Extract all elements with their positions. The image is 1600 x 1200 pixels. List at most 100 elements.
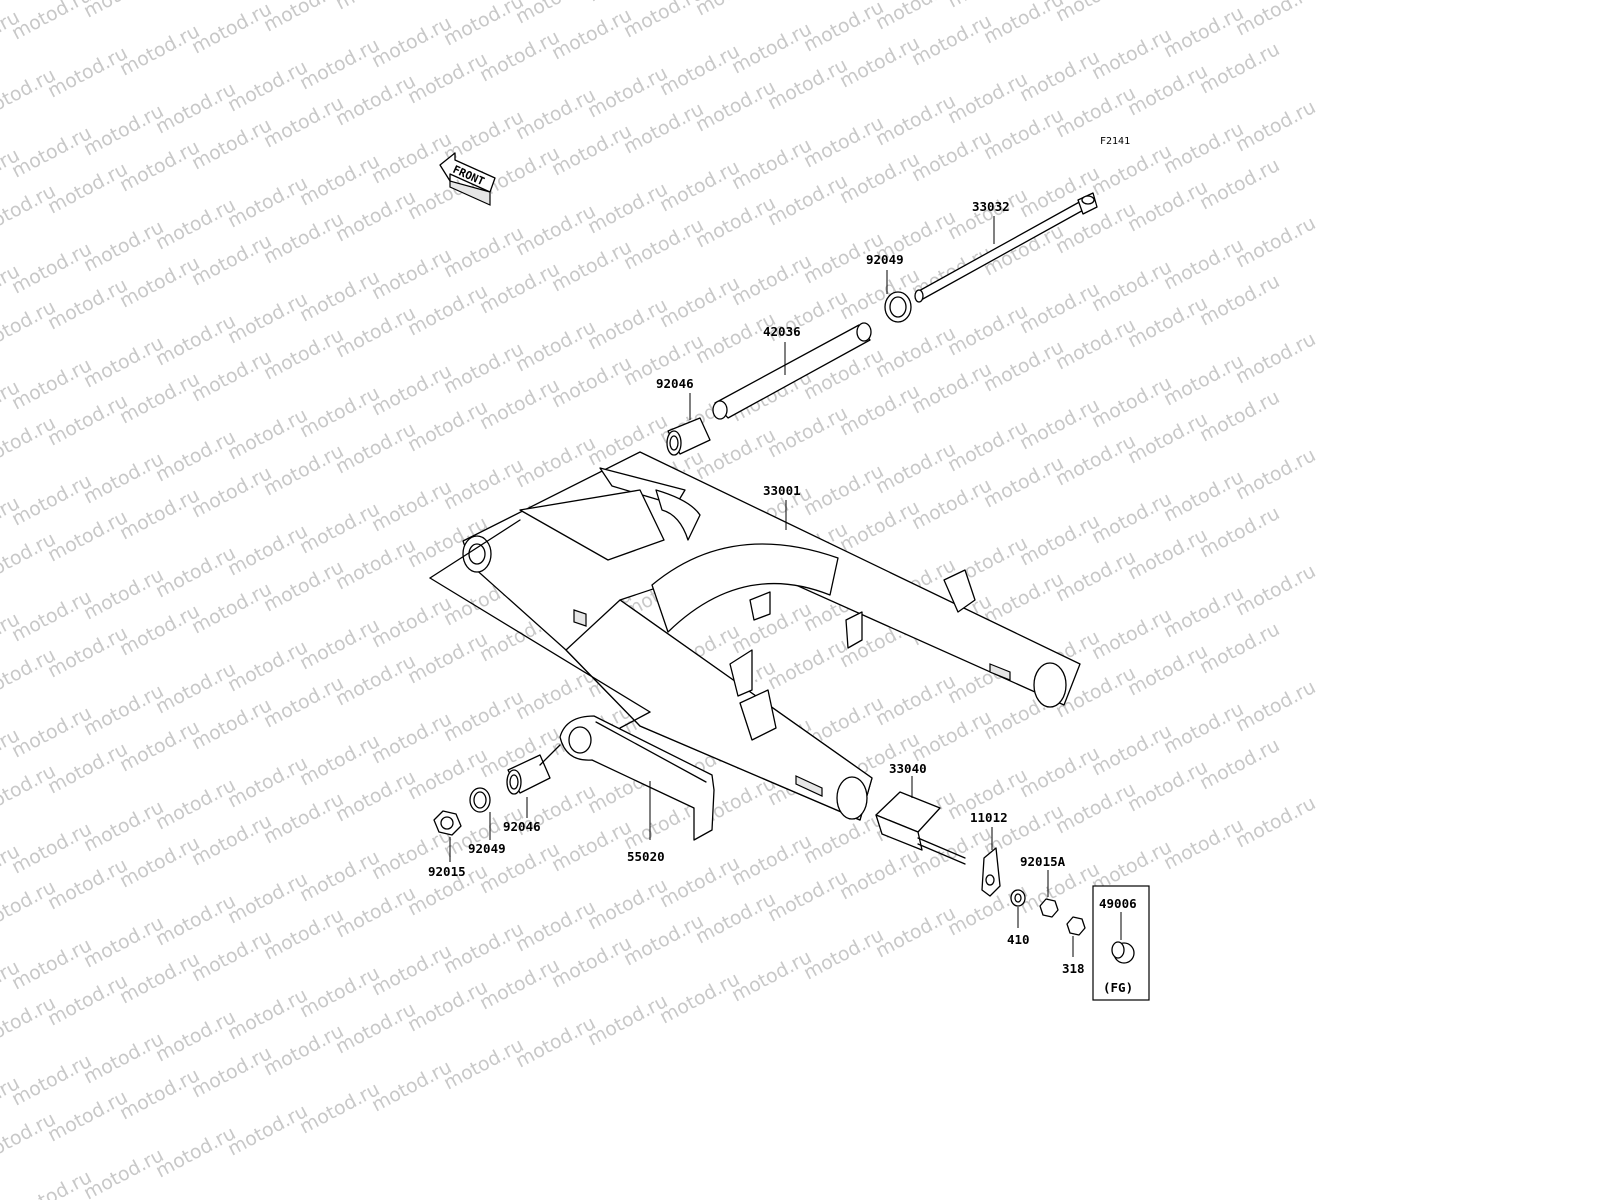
watermark-text: motod.ru xyxy=(80,216,167,276)
diagram-code: F2141 xyxy=(1100,136,1130,147)
watermark-text: motod.ru xyxy=(332,70,419,130)
watermark-text: motod.ru xyxy=(8,470,95,530)
needle-bearing-top xyxy=(666,417,711,456)
watermark-text: motod.ru xyxy=(872,902,959,962)
watermark-text: motod.ru xyxy=(872,0,959,34)
watermark-text: motod.ru xyxy=(188,810,275,870)
watermark-text: motod.ru xyxy=(260,556,347,616)
watermark-text: motod.ru xyxy=(80,100,167,160)
watermark-text: motod.ru xyxy=(368,940,455,1000)
watermark-text: motod.ru xyxy=(44,158,131,218)
watermark-text: motod.ru xyxy=(1124,524,1211,584)
watermark-text: motod.ru xyxy=(692,888,779,948)
watermark-text: motod.ru xyxy=(296,846,383,906)
watermark-text: motod.ru xyxy=(8,122,95,182)
watermark-text: motod.ru xyxy=(908,474,995,534)
watermark-text: motod.ru xyxy=(188,926,275,986)
watermark-text: motod.ru xyxy=(980,104,1067,164)
watermark-text: motod.ru xyxy=(872,90,959,150)
watermark-text: motod.ru xyxy=(80,1144,167,1200)
watermark-text: motod.ru xyxy=(44,738,131,798)
watermark-text: motod.ru xyxy=(944,68,1031,128)
watermark-text: motod.ru xyxy=(728,250,815,310)
watermark-text: motod.ru xyxy=(872,322,959,382)
chain-guard xyxy=(559,715,715,841)
watermark-text: motod.ru xyxy=(584,62,671,122)
watermark-text: motod.ru xyxy=(548,4,635,64)
watermark-text: motod.ru xyxy=(692,192,779,252)
watermark-text: motod.ru xyxy=(1232,96,1319,156)
watermark-text: motod.ru xyxy=(800,460,887,520)
watermark-text: motod.ru xyxy=(260,904,347,964)
watermark-text: motod.ru xyxy=(1232,444,1319,504)
watermark-text: motod.ru xyxy=(368,128,455,188)
watermark-text: motod.ru xyxy=(224,636,311,696)
swingarm xyxy=(429,451,1081,821)
watermark-text: motod.ru xyxy=(44,390,131,450)
watermark-text: motod.ru xyxy=(152,310,239,370)
watermark-text: motod.ru xyxy=(404,628,491,688)
watermark-text: motod.ru xyxy=(404,396,491,456)
watermark-text: motod.ru xyxy=(800,924,887,984)
watermark-text: motod.ru xyxy=(116,716,203,776)
watermark-text: motod.ru xyxy=(548,352,635,412)
watermark-text: motod.ru xyxy=(1232,328,1319,388)
watermark-text: motod.ru xyxy=(368,592,455,652)
watermark-text: motod.ru xyxy=(728,946,815,1006)
watermark-text: motod.ru xyxy=(44,506,131,566)
watermark-text: motod.ru xyxy=(80,1028,167,1088)
watermark-text: motod.ru xyxy=(620,910,707,970)
watermark-text: motod.ru xyxy=(1160,2,1247,62)
watermark-text: motod.ru xyxy=(512,1012,599,1072)
watermark-text: motod.ru xyxy=(80,0,167,22)
watermark-text: motod.ru xyxy=(260,0,347,36)
watermark-text: motod.ru xyxy=(1232,212,1319,272)
watermark-text: motod.ru xyxy=(368,244,455,304)
watermark-text: motod.ru xyxy=(1088,256,1175,316)
adjuster-plate xyxy=(981,847,1001,897)
watermark-text: motod.ru xyxy=(548,932,635,992)
watermark-text: motod.ru xyxy=(512,316,599,376)
watermark-text: motod.ru xyxy=(116,20,203,80)
watermark-text: motod.ru xyxy=(800,808,887,868)
watermark-text: motod.ru xyxy=(584,178,671,238)
needle-bearing-bottom xyxy=(506,744,561,795)
part-label-92049-bottom: 92049 xyxy=(468,841,506,856)
watermark-text: motod.ru xyxy=(836,264,923,324)
watermark-text: motod.ru xyxy=(944,300,1031,360)
watermark-text: motod.ru xyxy=(440,918,527,978)
watermark-text: motod.ru xyxy=(1124,176,1211,236)
watermark-text: motod.ru xyxy=(620,98,707,158)
part-label-42036: 42036 xyxy=(763,324,801,339)
watermark-text: motod.ru xyxy=(332,882,419,942)
front-arrow-icon: FRONT xyxy=(439,152,496,206)
watermark-text: motod.ru xyxy=(152,1122,239,1182)
watermark-text: motod.ru xyxy=(1016,742,1103,802)
watermark-text: motod.ru xyxy=(584,874,671,934)
watermark-text: motod.ru xyxy=(116,948,203,1008)
collar-tube xyxy=(712,322,872,420)
watermark-text: motod.ru xyxy=(116,484,203,544)
part-label-410: 410 xyxy=(1007,932,1030,947)
watermark-text: motod.ru xyxy=(80,448,167,508)
watermark-text: motod.ru xyxy=(584,990,671,1050)
watermark-text: motod.ru xyxy=(116,832,203,892)
watermark-text: motod.ru xyxy=(1160,698,1247,758)
watermark-text: motod.ru xyxy=(1160,234,1247,294)
watermark-text: motod.ru xyxy=(440,1034,527,1094)
watermark-text: motod.ru xyxy=(1232,560,1319,620)
watermark-text: motod.ru xyxy=(332,186,419,246)
watermark-text: motod.ru xyxy=(1124,292,1211,352)
watermark-text: motod.ru xyxy=(1232,676,1319,736)
watermark-text: motod.ru xyxy=(512,84,599,144)
watermark-text: motod.ru xyxy=(728,134,815,194)
watermark-text: motod.ru xyxy=(728,830,815,890)
watermark-text: motod.ru xyxy=(1016,510,1103,570)
watermark-text: motod.ru xyxy=(188,230,275,290)
watermark-text: motod.ru xyxy=(80,564,167,624)
watermark-text: motod.ru xyxy=(1124,756,1211,816)
watermark-text: motod.ru xyxy=(836,32,923,92)
watermark-text: motod.ru xyxy=(512,896,599,956)
part-label-55020: 55020 xyxy=(627,849,665,864)
